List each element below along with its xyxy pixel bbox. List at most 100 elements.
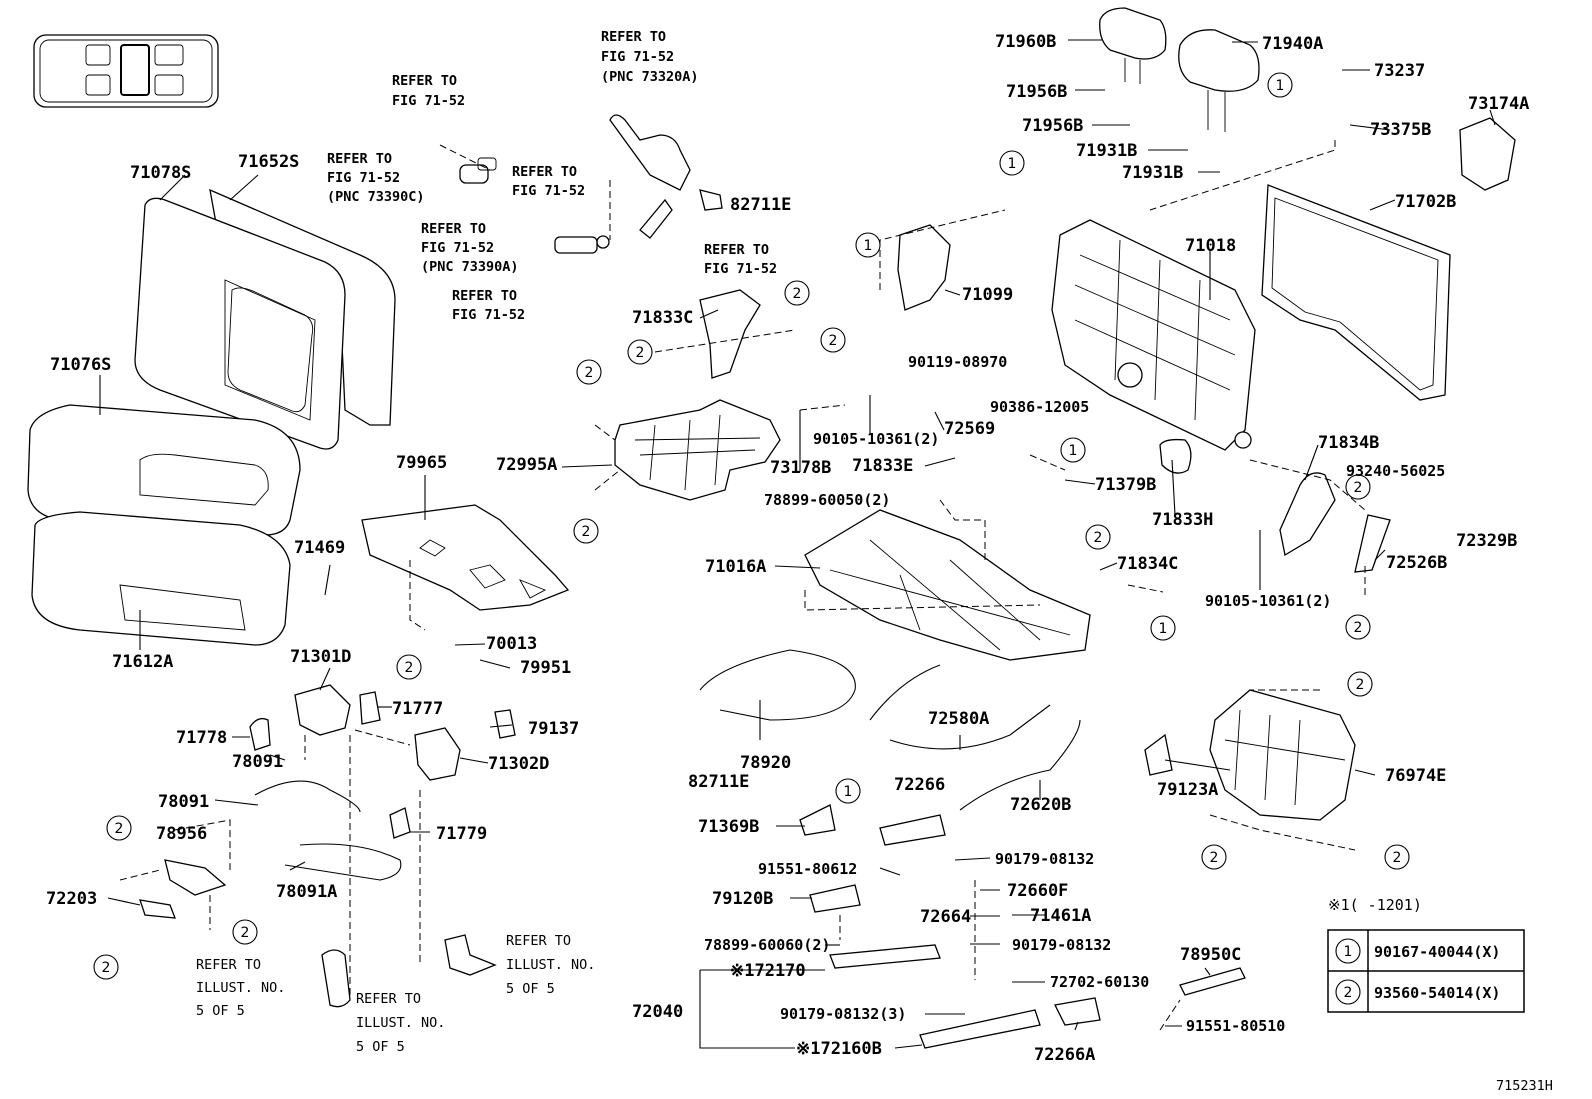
label-73178b: 73178B <box>770 458 831 478</box>
rail-72160b <box>919 1009 1041 1049</box>
label-90179-08132: 90179-08132 <box>1012 936 1111 954</box>
svg-text:2: 2 <box>582 524 591 540</box>
label-78899-60060: 78899-60060(2) <box>704 936 830 954</box>
part-labels: 71960B 71940A 73237 71956B 71956B 71931B… <box>46 32 1529 1065</box>
bracket-71369b <box>799 804 836 836</box>
refer-note: REFER TO <box>356 991 421 1007</box>
seat-frame-71016a <box>804 509 1091 661</box>
cable-78920 <box>699 649 856 721</box>
svg-text:1: 1 <box>1276 78 1285 94</box>
label-71779: 71779 <box>436 824 487 844</box>
refer-note: REFER TO <box>421 221 486 237</box>
callout-2: 2 <box>1201 844 1227 870</box>
cable-78091 <box>254 780 361 813</box>
label-72580a: 72580A <box>928 709 989 729</box>
svg-text:2: 2 <box>1354 620 1363 636</box>
label-71931b: 71931B <box>1122 163 1183 183</box>
label-79965: 79965 <box>396 453 447 473</box>
callout-2: 2 <box>93 954 119 980</box>
refer-note: FIG 71-52 <box>704 261 777 277</box>
cover-79965 <box>361 504 570 611</box>
label-71369b: 71369B <box>698 817 759 837</box>
label-71833c: 71833C <box>632 308 693 328</box>
label-71834b: 71834B <box>1318 433 1379 453</box>
callout-2: 2 <box>1384 844 1410 870</box>
svg-text:1: 1 <box>1069 443 1078 459</box>
callout-2: 2 <box>396 654 422 680</box>
svg-text:2: 2 <box>1094 530 1103 546</box>
svg-text:2: 2 <box>1210 850 1219 866</box>
refer-note: FIG 71-52 <box>512 183 585 199</box>
label-90179-08132: 90179-08132 <box>995 850 1094 868</box>
svg-text:2: 2 <box>829 333 838 349</box>
label-78091a: 78091A <box>276 882 337 902</box>
label-71652s: 71652S <box>238 152 299 172</box>
svg-text:2: 2 <box>636 345 645 361</box>
label-71379b: 71379B <box>1095 475 1156 495</box>
seatbelt-parts <box>439 114 723 254</box>
cover-71834b <box>1279 472 1336 557</box>
cable-72620b <box>959 719 1081 811</box>
refer-note: ILLUST. NO. <box>506 957 595 973</box>
svg-text:2: 2 <box>1356 677 1365 693</box>
label-71702b: 71702B <box>1395 192 1456 212</box>
svg-text:1: 1 <box>1159 621 1168 637</box>
refer-note: REFER TO <box>196 957 261 973</box>
label-71301d: 71301D <box>290 647 351 667</box>
svg-text:90167-40044(X): 90167-40044(X) <box>1374 943 1500 961</box>
label-71016a: 71016A <box>705 557 766 577</box>
seat-frame-71018 <box>1051 219 1256 451</box>
callout-1: 1 <box>1150 615 1176 641</box>
label-78091: 78091 <box>158 792 209 812</box>
refer-notes: REFER TO FIG 71-52 REFER TO FIG 71-52 (P… <box>196 29 777 1055</box>
label-78950c: 78950C <box>1180 945 1241 965</box>
headrest-71940a <box>1178 29 1260 92</box>
cover-71778 <box>249 717 271 751</box>
refer-note: (PNC 73320A) <box>601 69 699 85</box>
bracket-71833c <box>699 289 761 379</box>
label-90105-10361: 90105-10361(2) <box>1205 592 1331 610</box>
label-71612a: 71612A <box>112 652 173 672</box>
label-71956b: 71956B <box>1022 116 1083 136</box>
label-71778: 71778 <box>176 728 227 748</box>
label-73375b: 73375B <box>1370 120 1431 140</box>
label-72266a: 72266A <box>1034 1045 1095 1065</box>
refer-note: ILLUST. NO. <box>356 1015 445 1031</box>
cover-79137 <box>494 709 516 739</box>
label-91551-80612: 91551-80612 <box>758 860 857 878</box>
label-76974e: 76974E <box>1385 766 1446 786</box>
under-tray <box>614 399 781 501</box>
label-72170: ※172170 <box>730 961 806 981</box>
block-72266 <box>879 814 946 846</box>
legend-note: ※1( -1201) <box>1328 896 1422 914</box>
label-91551-80510: 91551-80510 <box>1186 1017 1285 1035</box>
refer-note: FIG 71-52 <box>421 240 494 256</box>
legend-row: 2 93560-54014(X) <box>1335 979 1500 1005</box>
label-71834c: 71834C <box>1117 554 1178 574</box>
cover-5of5-a <box>321 949 351 1008</box>
cable-72580a <box>869 664 1051 750</box>
label-79951: 79951 <box>520 658 571 678</box>
bottom-cover-76974e <box>1209 689 1356 821</box>
refer-note: 5 OF 5 <box>506 981 555 997</box>
label-72526b: 72526B <box>1386 553 1447 573</box>
refer-note: REFER TO <box>392 73 457 89</box>
label-72995a: 72995A <box>496 455 557 475</box>
part-73174a <box>1459 117 1516 191</box>
refer-note: REFER TO <box>452 288 517 304</box>
block-72266a <box>1054 997 1101 1026</box>
svg-text:1: 1 <box>1344 944 1353 960</box>
refer-note: FIG 71-52 <box>601 49 674 65</box>
refer-note: REFER TO <box>327 151 392 167</box>
label-71302d: 71302D <box>488 754 549 774</box>
label-79137: 79137 <box>528 719 579 739</box>
cover-72203 <box>139 899 176 919</box>
label-78956: 78956 <box>156 824 207 844</box>
label-79123a: 79123A <box>1157 780 1218 800</box>
seat-back-assembly <box>134 188 396 450</box>
legend: ※1( -1201) 1 90167-40044(X) 2 93560-5401… <box>1327 896 1525 1013</box>
svg-text:2: 2 <box>241 925 250 941</box>
callout-2: 2 <box>1345 614 1371 640</box>
callout-2: 2 <box>576 359 602 385</box>
refer-note: (PNC 73390C) <box>327 189 425 205</box>
